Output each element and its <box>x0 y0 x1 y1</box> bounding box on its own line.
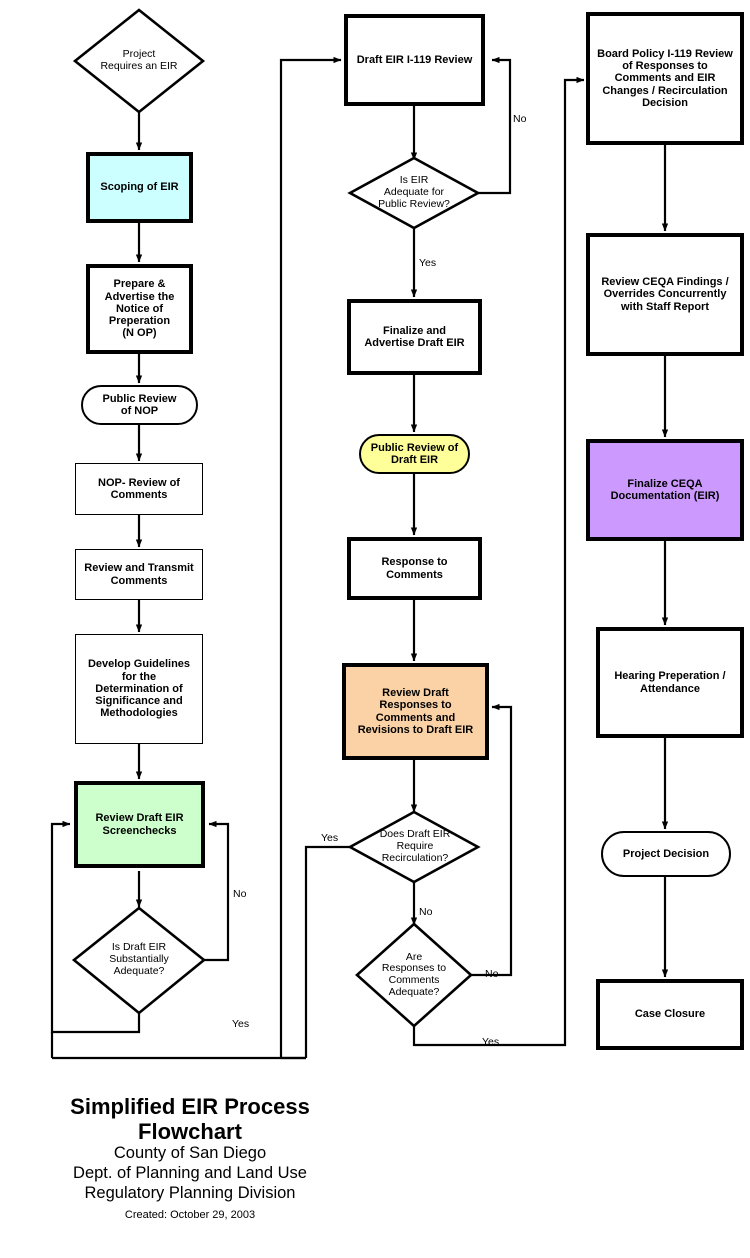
node-finalize-and-advertise-draft-eir[interactable]: Finalize and Advertise Draft EIR <box>347 299 482 375</box>
node-public-review-of-nop[interactable]: Public Review of NOP <box>81 385 198 425</box>
node-case-closure[interactable]: Case Closure <box>596 979 744 1050</box>
node-develop-guidelines[interactable]: Develop Guidelines for the Determination… <box>75 634 203 744</box>
org-line-3: Regulatory Planning Division <box>84 1183 296 1202</box>
edge-label-eir-adequate-yes: Yes <box>419 257 437 269</box>
node-are-responses-to-comments-adequate[interactable]: Are Responses to Comments Adequate? <box>361 941 467 1009</box>
node-is-eir-adequate-for-public-review[interactable]: Is EIR Adequate for Public Review? <box>357 168 471 218</box>
created-date: Created: October 29, 2003 <box>124 1208 256 1221</box>
edge-label-recirculation-yes: Yes <box>321 832 339 844</box>
node-does-draft-eir-require-recirculation[interactable]: Does Draft EIR Require Recirculation? <box>359 822 471 872</box>
node-review-draft-eir-screenchecks[interactable]: Review Draft EIR Screenchecks <box>74 781 205 868</box>
edge-label-screencheck-no: No <box>233 888 247 900</box>
node-label: Public Review of Draft EIR <box>370 441 459 466</box>
title-block: Simplified EIR Process Flowchart County … <box>0 1094 380 1221</box>
node-label: Finalize and Advertise Draft EIR <box>364 324 465 349</box>
node-project-decision[interactable]: Project Decision <box>601 831 731 877</box>
node-label: Does Draft EIR Require Recirculation? <box>379 828 451 864</box>
title-line-2: Flowchart <box>138 1118 242 1144</box>
node-label: Is EIR Adequate for Public Review? <box>378 174 450 210</box>
node-public-review-of-draft-eir[interactable]: Public Review of Draft EIR <box>359 434 470 474</box>
node-label: Hearing Preperation / Attendance <box>614 670 726 695</box>
org-line-1: County of San Diego <box>113 1144 267 1163</box>
node-label: NOP- Review of Comments <box>98 476 180 501</box>
node-finalize-ceqa-documentation[interactable]: Finalize CEQA Documentation (EIR) <box>586 439 744 541</box>
node-label: Case Closure <box>634 1008 706 1021</box>
node-response-to-comments[interactable]: Response to Comments <box>347 537 482 600</box>
edge-label-recirculation-no: No <box>419 906 433 918</box>
node-label: Review Draft Responses to Comments and R… <box>357 686 474 736</box>
node-label: Develop Guidelines for the Determination… <box>87 658 191 720</box>
node-label: Is Draft EIR Substantially Adequate? <box>109 941 169 977</box>
node-label: Review CEQA Findings / Overrides Concurr… <box>601 276 729 313</box>
edge-label-screencheck-yes: Yes <box>232 1018 250 1030</box>
edge-label-eir-adequate-no: No <box>513 113 527 125</box>
node-label: Are Responses to Comments Adequate? <box>381 950 447 998</box>
node-review-ceqa-findings[interactable]: Review CEQA Findings / Overrides Concurr… <box>586 233 744 356</box>
node-draft-eir-i119-review[interactable]: Draft EIR I-119 Review <box>344 14 485 106</box>
node-label: Review Draft EIR Screenchecks <box>95 812 184 837</box>
node-label: Board Policy I-119 Review of Responses t… <box>597 47 733 109</box>
node-prepare-advertise-nop[interactable]: Prepare & Advertise the Notice of Preper… <box>86 264 193 354</box>
node-scoping-of-eir[interactable]: Scoping of EIR <box>86 152 193 223</box>
node-review-draft-responses-to-comments[interactable]: Review Draft Responses to Comments and R… <box>342 663 489 760</box>
node-label: Public Review of NOP <box>102 392 177 417</box>
node-label: Scoping of EIR <box>100 181 179 194</box>
node-project-requires-eir[interactable]: Project Requires an EIR <box>79 32 199 90</box>
node-review-and-transmit-comments[interactable]: Review and Transmit Comments <box>75 549 203 600</box>
edge-label-responses-no: No <box>485 968 499 980</box>
node-label: Project Decision <box>622 847 710 860</box>
node-label: Review and Transmit Comments <box>84 562 194 587</box>
node-board-policy-i119-review[interactable]: Board Policy I-119 Review of Responses t… <box>586 12 744 145</box>
node-nop-review-of-comments[interactable]: NOP- Review of Comments <box>75 463 203 515</box>
org-line-2: Dept. of Planning and Land Use <box>73 1164 307 1183</box>
node-label: Draft EIR I-119 Review <box>356 53 473 66</box>
title-line-1: Simplified EIR Process <box>70 1094 310 1119</box>
node-is-draft-eir-substantially-adequate[interactable]: Is Draft EIR Substantially Adequate? <box>84 930 194 990</box>
node-label: Finalize CEQA Documentation (EIR) <box>610 477 720 502</box>
node-label: Project Requires an EIR <box>100 48 178 72</box>
edge-label-responses-yes: Yes <box>482 1036 500 1048</box>
node-label: Prepare & Advertise the Notice of Preper… <box>104 278 175 340</box>
node-hearing-preperation-attendance[interactable]: Hearing Preperation / Attendance <box>596 627 744 738</box>
node-label: Response to Comments <box>381 556 448 581</box>
